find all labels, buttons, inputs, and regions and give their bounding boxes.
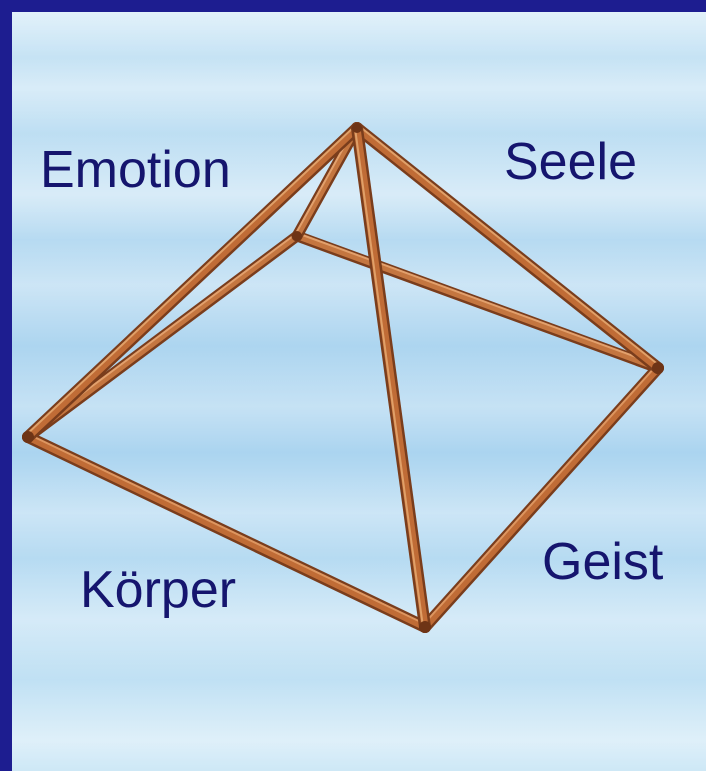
- joint-left: [22, 431, 34, 443]
- edge-back-left-to-right: [297, 233, 658, 368]
- label-geist: Geist: [542, 536, 663, 588]
- joint-back: [292, 231, 302, 241]
- label-koerper: Körper: [80, 564, 236, 616]
- joint-front: [419, 621, 431, 633]
- label-seele: Seele: [504, 136, 637, 188]
- label-emotion: Emotion: [40, 144, 231, 196]
- edge-apex-to-front: [355, 128, 425, 627]
- joint-apex: [352, 123, 362, 133]
- joint-right: [652, 362, 664, 374]
